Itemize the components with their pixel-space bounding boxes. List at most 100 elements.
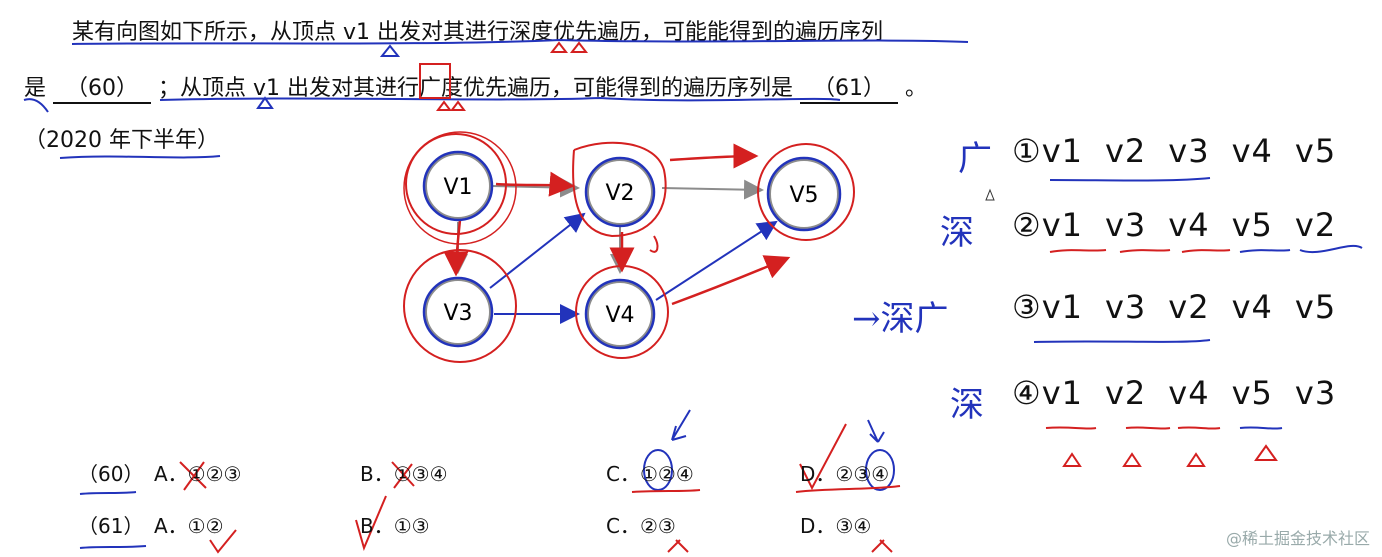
triangles-seq4	[1062, 444, 1278, 467]
seq2-item: v4	[1168, 206, 1210, 244]
circle-60d	[865, 449, 895, 491]
sequence-1: ①v1 v2 v3 v4 v5	[1012, 132, 1358, 170]
underline-seq4-blue	[1239, 426, 1283, 430]
check-60d	[799, 423, 847, 491]
circle-60c	[643, 449, 673, 491]
annot-shen-guang: →深广	[852, 299, 949, 339]
arrow-60d	[867, 419, 885, 443]
option-60-c[interactable]: C．①②④	[606, 462, 694, 486]
underline-60d	[795, 485, 901, 493]
red-arrow-v1-v3	[443, 219, 469, 277]
seq3-item: v1	[1041, 288, 1083, 326]
triangle-v1-a	[379, 44, 401, 57]
question-text-2-end: 。	[905, 76, 928, 101]
options-61-label: （61）	[78, 514, 144, 538]
option-61-d[interactable]: D．③④	[800, 514, 872, 538]
cross-60b	[391, 461, 415, 489]
sequence-3: ③v1 v3 v2 v4 v5	[1012, 288, 1358, 326]
option-60-a[interactable]: A．①②③	[154, 462, 242, 486]
node-v2-label: V2	[605, 181, 634, 206]
triangle-depth	[549, 41, 589, 53]
underline-60c	[631, 489, 701, 493]
node-v3: V3	[403, 249, 517, 363]
option-61-b[interactable]: B．①③	[360, 514, 430, 538]
underline-60	[79, 491, 137, 495]
seq3-item: v5	[1294, 288, 1337, 326]
watermark: @稀土掘金技术社区	[1225, 529, 1370, 548]
underline-seq4-red	[1045, 426, 1221, 430]
sequence-1-mark: ①	[1012, 132, 1042, 170]
blank-61: （61）	[800, 70, 899, 104]
red-scribble-v2	[649, 235, 659, 253]
cursor-icon	[985, 188, 995, 201]
annot-guang: 广	[958, 139, 992, 179]
seq1-item: v2	[1104, 132, 1147, 170]
underline-seq3	[1033, 339, 1211, 343]
sequence-2: ②v1 v3 v4 v5 v2	[1012, 206, 1358, 244]
seq4-item: v2	[1104, 374, 1147, 412]
edge-v2-v5	[661, 179, 764, 200]
question-text-2-mid: ；从顶点 v1 出发对其进行广度优先遍历，可能得到的遍历序列是	[158, 76, 794, 101]
cross-60a	[179, 461, 207, 491]
options-60-label: （60）	[78, 462, 144, 486]
node-v3-label: V3	[443, 301, 472, 326]
cross-61c	[667, 539, 689, 553]
seq3-item: v3	[1104, 288, 1147, 326]
sequence-2-mark: ②	[1012, 206, 1042, 244]
seq2-item: v2	[1294, 206, 1337, 244]
edge-v4-v5	[655, 220, 778, 301]
node-v1-label: V1	[443, 175, 472, 200]
underline-source	[59, 155, 221, 159]
sequence-4: ④v1 v2 v4 v5 v3	[1012, 374, 1358, 412]
underline-seq2-blue	[1239, 244, 1363, 254]
arrow-60c	[671, 409, 691, 441]
seq1-item: v1	[1041, 132, 1083, 170]
node-v5: V5	[757, 143, 855, 241]
scribble-left	[23, 98, 49, 113]
question-line-2: 是 （60） ；从顶点 v1 出发对其进行广度优先遍历，可能得到的遍历序列是 （…	[24, 70, 927, 104]
underline-seq1	[1049, 177, 1211, 182]
seq2-item: v1	[1041, 206, 1083, 244]
seq3-item: v4	[1231, 288, 1273, 326]
blank-60: （60）	[53, 70, 152, 104]
seq2-item: v3	[1104, 206, 1147, 244]
node-v4-label: V4	[605, 303, 634, 328]
box-guang	[419, 63, 451, 99]
check-61b	[355, 495, 387, 551]
annot-shen-4: 深	[950, 385, 984, 425]
question-text-2-prefix: 是	[24, 76, 47, 101]
red-arrow-v4-v5	[671, 255, 791, 306]
seq4-item: v5	[1231, 374, 1273, 412]
triangle-v1-b	[256, 96, 274, 109]
underline-line2	[159, 96, 841, 102]
option-60-b[interactable]: B．①③④	[360, 462, 448, 486]
triangle-breadth	[436, 100, 466, 111]
edge-v3-v2	[489, 212, 586, 289]
seq1-item: v4	[1231, 132, 1273, 170]
underline-line1	[71, 38, 969, 45]
option-61-a[interactable]: A．①②	[154, 514, 224, 538]
sequence-4-mark: ④	[1012, 374, 1042, 412]
cross-61d	[871, 539, 893, 553]
option-61-c[interactable]: C．②③	[606, 514, 676, 538]
question-source: （2020 年下半年）	[24, 122, 219, 154]
seq3-item: v2	[1168, 288, 1210, 326]
seq4-item: v4	[1168, 374, 1210, 412]
seq4-item: v1	[1041, 374, 1083, 412]
seq2-item: v5	[1231, 206, 1273, 244]
annot-shen-2: 深	[940, 213, 974, 253]
seq1-item: v5	[1294, 132, 1337, 170]
sequence-3-mark: ③	[1012, 288, 1042, 326]
underline-seq2-red	[1049, 249, 1231, 253]
option-60-d[interactable]: D．②③④	[800, 462, 890, 486]
underline-61	[79, 545, 147, 549]
red-arrow-v1-v2	[495, 171, 575, 197]
seq4-item: v3	[1294, 374, 1337, 412]
seq1-item: v3	[1168, 132, 1210, 170]
node-v5-label: V5	[789, 183, 818, 208]
check-61a	[209, 529, 237, 554]
node-v4: V4	[575, 265, 669, 359]
red-arrow-v2-v5	[669, 143, 759, 169]
node-v1: V1	[403, 131, 517, 245]
